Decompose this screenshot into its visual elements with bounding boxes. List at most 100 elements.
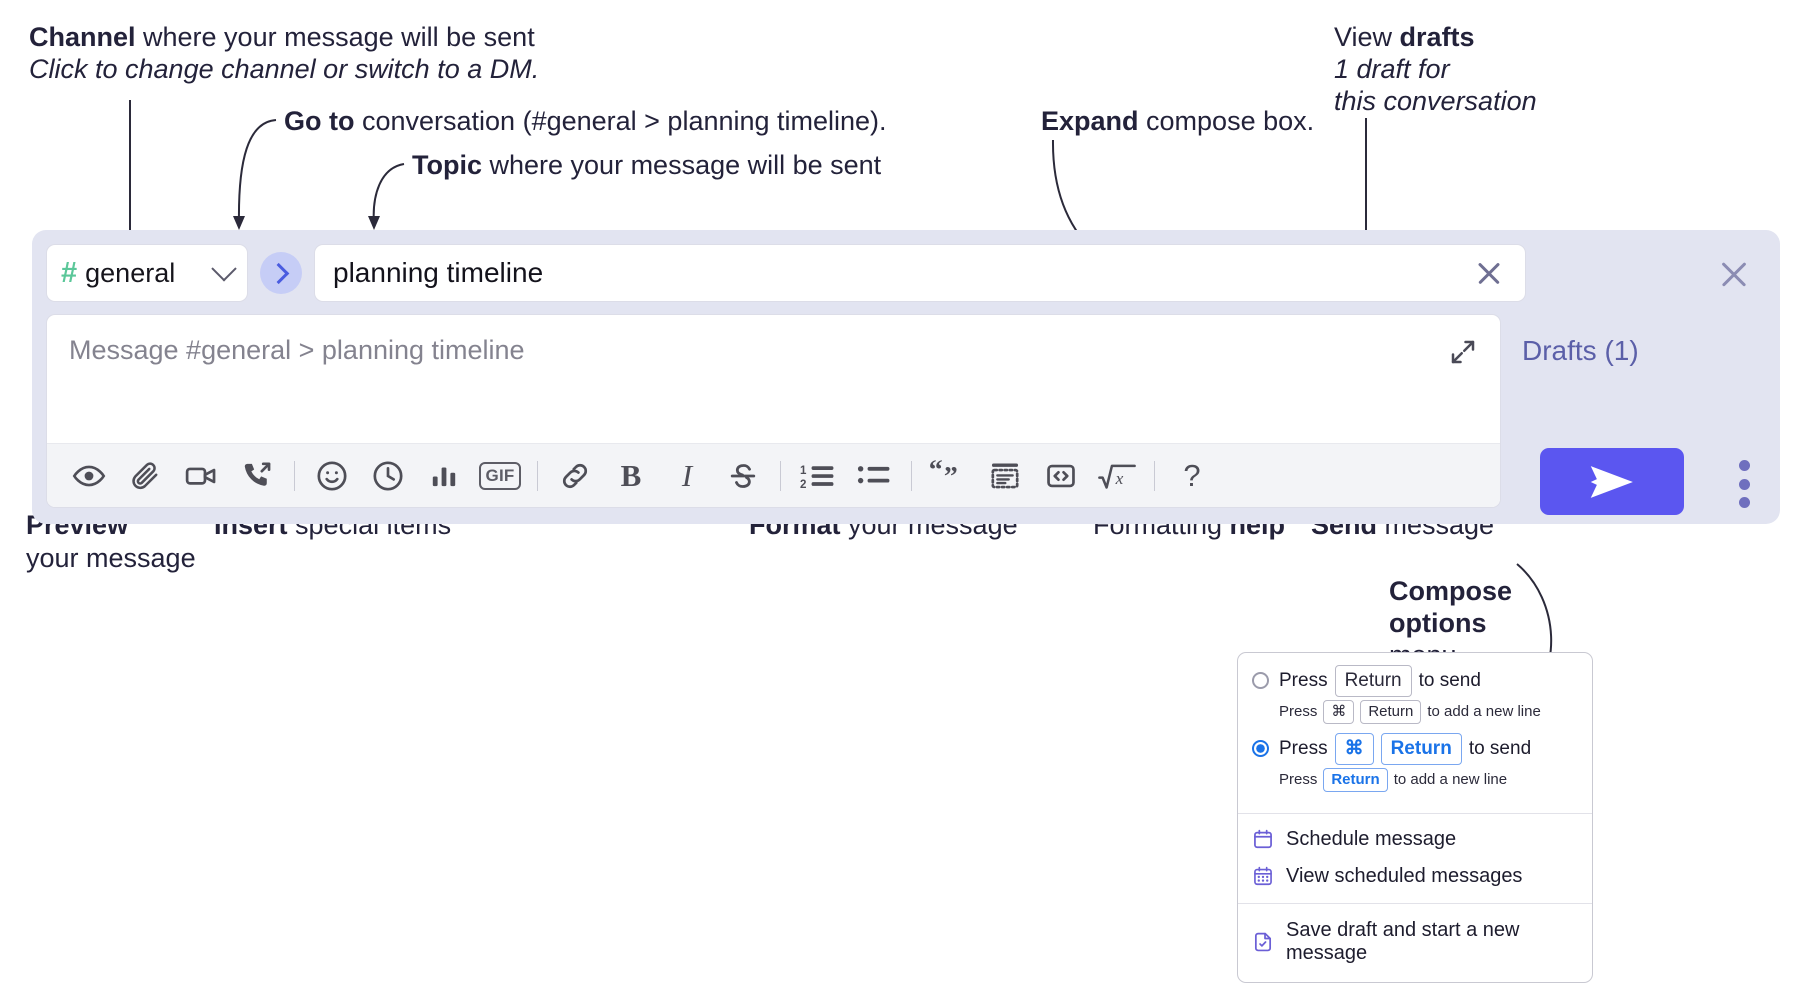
bold-icon[interactable]: B — [603, 450, 659, 502]
kebab-dot — [1738, 497, 1750, 508]
menu-item-label: Schedule message — [1286, 827, 1457, 850]
svg-text:x: x — [1115, 469, 1124, 488]
tail-label: to send — [1418, 669, 1481, 691]
sub-press-label: Press — [1279, 771, 1318, 789]
topic-value: planning timeline — [333, 257, 544, 288]
key-cmd: ⌘ — [1334, 732, 1374, 765]
menu-item-label: View scheduled messages — [1286, 864, 1523, 887]
inline-code-icon[interactable] — [1033, 450, 1089, 502]
sub-tail-label: to add a new line — [1427, 703, 1541, 721]
key-return: Return — [1334, 665, 1412, 697]
annotation-compose-options-1: Compose — [1389, 576, 1513, 606]
annotation-drafts-bold: drafts — [1399, 22, 1475, 52]
attachment-icon[interactable] — [117, 450, 173, 502]
menu-item-save-draft[interactable]: Save draft and start a new message — [1238, 912, 1592, 972]
kebab-dot — [1738, 478, 1750, 490]
send-button[interactable] — [1540, 448, 1684, 515]
send-shortcut-options: Press Return to send Press ⌘ Return to a… — [1238, 653, 1592, 813]
annotation-expand-rest: compose box. — [1138, 106, 1315, 136]
annotation-topic-bold: Topic — [412, 150, 482, 180]
clock-icon[interactable] — [360, 450, 416, 502]
annotation-preview-rest: your message — [26, 543, 196, 573]
close-icon[interactable] — [1475, 259, 1503, 287]
compose-options-menu: Press Return to send Press ⌘ Return to a… — [1237, 652, 1593, 983]
annotation-goto-rest: conversation (#general > planning timeli… — [354, 106, 887, 136]
annotation-expand: Expand compose box. — [1041, 106, 1314, 138]
gif-label: GIF — [478, 461, 522, 490]
bold-label: B — [620, 457, 642, 493]
annotation-channel-rest: where your message will be sent — [135, 22, 535, 52]
annotation-channel: Channel where your message will be sent — [29, 22, 535, 54]
key-cmd: ⌘ — [1323, 699, 1355, 724]
radio-icon[interactable] — [1252, 672, 1269, 690]
compose-options-button[interactable] — [1738, 460, 1750, 508]
save-draft-icon — [1252, 931, 1274, 953]
poll-icon[interactable] — [416, 450, 472, 502]
message-editor[interactable]: Message #general > planning timeline — [46, 314, 1501, 508]
hash-icon: # — [61, 256, 77, 289]
drafts-link[interactable]: Drafts (1) — [1522, 335, 1639, 366]
close-compose-icon[interactable] — [1718, 258, 1750, 290]
toolbar-separator — [911, 460, 912, 491]
key-return: Return — [1380, 732, 1462, 765]
option-text: Press Return to send — [1279, 665, 1481, 697]
gif-icon[interactable]: GIF — [472, 450, 528, 502]
ordered-list-icon[interactable]: 1 2 — [790, 450, 846, 502]
code-block-icon[interactable] — [977, 450, 1033, 502]
help-label: ? — [1183, 457, 1201, 493]
channel-selector[interactable]: # general — [46, 244, 248, 302]
menu-divider — [1238, 812, 1592, 814]
math-icon[interactable]: x — [1089, 450, 1145, 502]
svg-text:“: “ — [930, 460, 943, 486]
calendar-grid-icon — [1252, 865, 1274, 887]
menu-item-schedule-message[interactable]: Schedule message — [1238, 821, 1592, 858]
annotation-drafts-line3: this conversation — [1334, 86, 1537, 116]
kebab-dot — [1738, 460, 1750, 471]
help-icon[interactable]: ? — [1164, 450, 1220, 502]
go-to-conversation-button[interactable] — [260, 252, 302, 294]
annotation-drafts-plain: View — [1334, 22, 1400, 52]
press-label: Press — [1279, 669, 1328, 691]
message-placeholder: Message #general > planning timeline — [69, 335, 525, 365]
toolbar-separator — [294, 460, 295, 491]
annotation-goto-bold: Go to — [284, 106, 355, 136]
preview-icon[interactable] — [61, 450, 117, 502]
italic-label: I — [681, 457, 693, 493]
annotation-goto: Go to conversation (#general > planning … — [284, 106, 887, 138]
svg-text:1: 1 — [800, 465, 807, 477]
send-icon — [1590, 465, 1633, 498]
svg-text:2: 2 — [800, 479, 806, 491]
option-text: Press ⌘ Return to send — [1279, 732, 1531, 765]
annotation-drafts: View drafts — [1334, 22, 1475, 54]
toolbar-separator — [1154, 460, 1155, 491]
press-label: Press — [1279, 737, 1328, 759]
strikethrough-icon[interactable] — [715, 450, 771, 502]
video-icon[interactable] — [173, 450, 229, 502]
menu-divider — [1238, 902, 1592, 904]
menu-item-view-scheduled-messages[interactable]: View scheduled messages — [1238, 858, 1592, 895]
emoji-icon[interactable] — [304, 450, 360, 502]
compose-header-row: # general planning timeline — [46, 244, 1526, 302]
menu-radio-option[interactable]: Press Return to send — [1252, 665, 1578, 697]
topic-input[interactable]: planning timeline — [314, 244, 1526, 302]
menu-item-label: Save draft and start a new message — [1286, 918, 1520, 964]
menu-draft-group: Save draft and start a new message — [1238, 904, 1592, 982]
annotation-topic-rest: where your message will be sent — [482, 150, 882, 180]
radio-icon-selected[interactable] — [1252, 740, 1269, 758]
menu-schedule-group: Schedule message View scheduled messages — [1238, 814, 1592, 903]
sub-tail-label: to add a new line — [1393, 771, 1508, 789]
annotation-compose-options-2: options — [1389, 608, 1487, 638]
call-icon[interactable] — [229, 450, 285, 502]
menu-radio-option[interactable]: Press ⌘ Return to send — [1252, 732, 1578, 765]
annotation-drafts-line2: 1 draft for — [1334, 54, 1450, 84]
annotation-expand-bold: Expand — [1041, 106, 1139, 136]
svg-text:”: ” — [944, 460, 958, 491]
bulleted-list-icon[interactable] — [846, 450, 902, 502]
annotation-channel-sub: Click to change channel or switch to a D… — [29, 54, 540, 84]
italic-icon[interactable]: I — [659, 450, 715, 502]
link-icon[interactable] — [547, 450, 603, 502]
key-return: Return — [1360, 699, 1422, 724]
expand-icon[interactable] — [1448, 337, 1478, 367]
blockquote-icon[interactable]: “ ” — [921, 450, 977, 502]
formatting-toolbar: GIF B I — [47, 443, 1500, 507]
